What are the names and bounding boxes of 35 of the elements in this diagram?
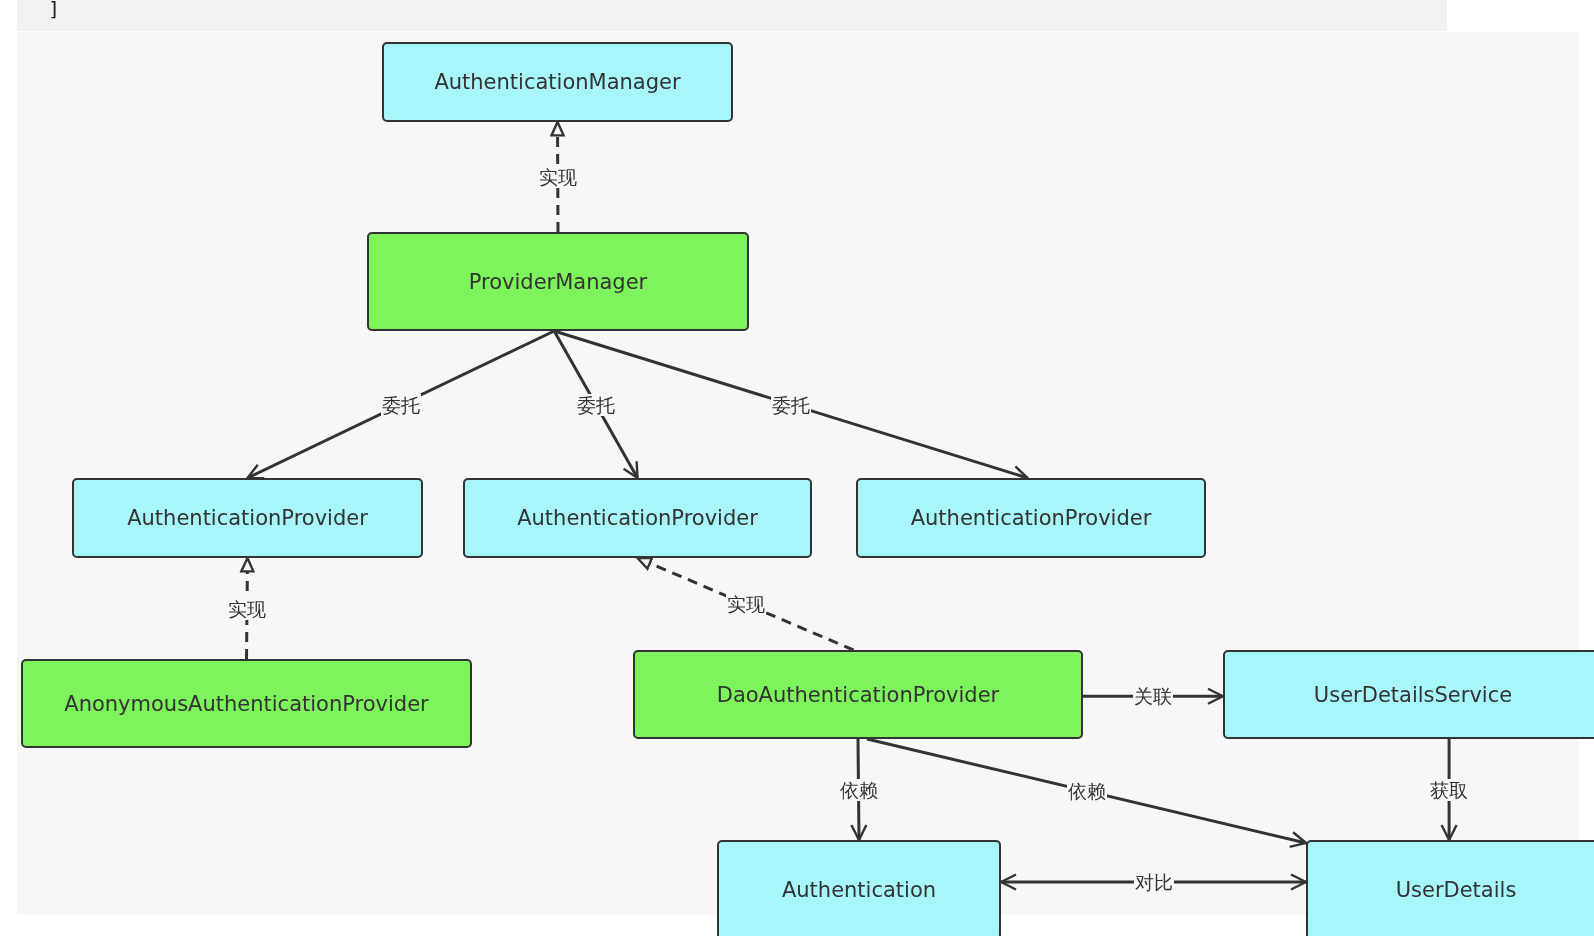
edge-label: 实现 (725, 593, 766, 615)
dashed-arrow (240, 556, 255, 659)
class-box (717, 840, 1001, 936)
edge-label: 对比 (1133, 871, 1174, 893)
class-box (856, 478, 1206, 558)
class-box (382, 42, 733, 122)
arrow (552, 330, 639, 480)
arrow (866, 737, 1308, 849)
class-box (1223, 650, 1594, 739)
dashed-arrow (550, 120, 565, 232)
class-box (72, 478, 423, 558)
edge-label: 实现 (537, 166, 578, 188)
class-box (367, 232, 749, 331)
class-name: AuthenticationManager (434, 70, 681, 94)
class-box (633, 650, 1083, 739)
class-name: DaoAuthenticationProvider (716, 682, 1000, 707)
class-name: Authentication (781, 878, 937, 902)
class-name: UserDetails (1395, 878, 1517, 902)
class-name: AuthenticationProvider (127, 506, 368, 530)
code-text: ] (48, 0, 61, 18)
class-box (21, 659, 472, 748)
edge-label: 依赖 (1066, 780, 1107, 802)
arrow (246, 329, 555, 480)
class-name: UserDetailsService (1313, 682, 1513, 707)
class-name: AuthenticationProvider (517, 506, 758, 530)
edge-label: 实现 (227, 597, 267, 620)
dashed-arrow (636, 556, 855, 652)
class-name: ProviderManager (468, 269, 648, 294)
class-box (1306, 840, 1594, 936)
class-name: AnonymousAuthenticationProvider (64, 691, 429, 716)
class-name: AuthenticationProvider (910, 506, 1152, 530)
arrow (999, 873, 1308, 891)
class-box (463, 478, 812, 558)
edge-label: 关联 (1133, 685, 1173, 708)
edge-label: 获取 (1429, 778, 1470, 801)
